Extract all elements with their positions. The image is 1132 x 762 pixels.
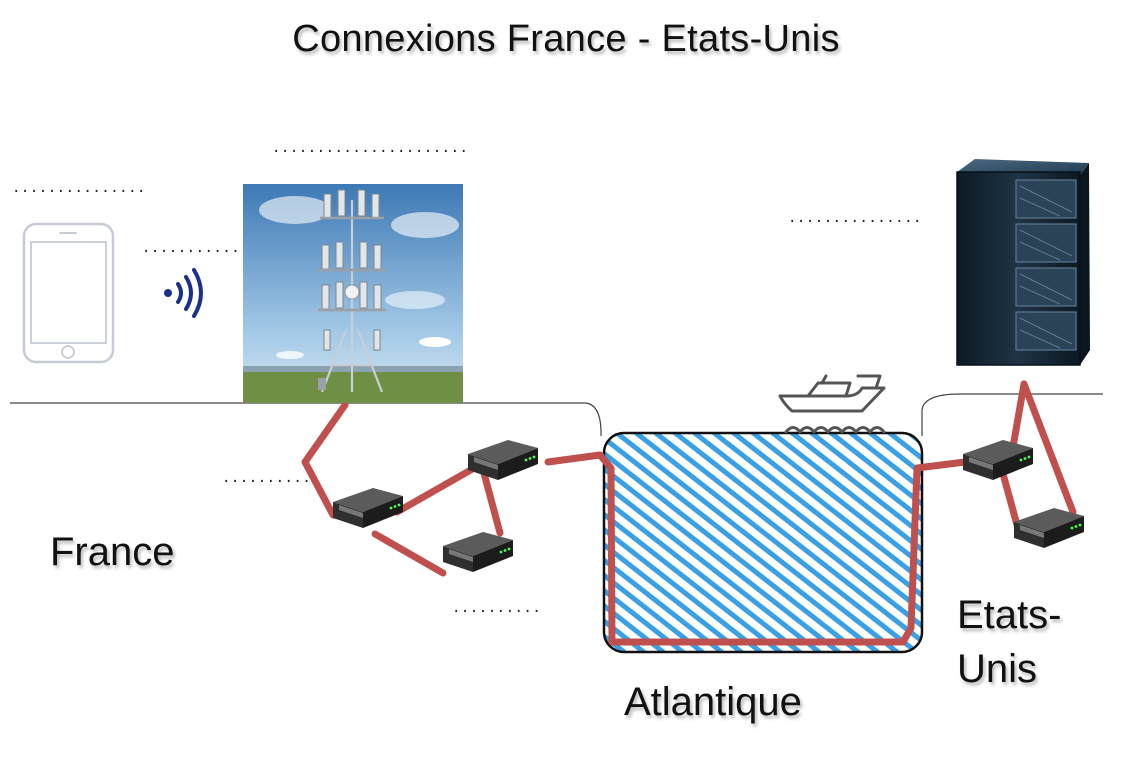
cable-router-router-right xyxy=(998,466,1021,529)
blank-server: ............... xyxy=(788,210,922,226)
cable-server-router-bottom xyxy=(1020,380,1077,516)
label-us-line1: Etats- xyxy=(957,593,1062,637)
blank-tower: ...................... xyxy=(272,140,469,156)
label-us-line2: Unis xyxy=(957,647,1038,691)
boat-icon xyxy=(778,374,886,434)
blank-wifi: ........... xyxy=(142,240,241,256)
router-icon xyxy=(443,532,513,572)
blank-router-left: .......... xyxy=(222,470,312,486)
cable-router-router-top xyxy=(393,459,487,516)
router-icon xyxy=(1014,508,1084,548)
router-icon xyxy=(468,440,538,480)
router-icon xyxy=(333,488,403,528)
cable-tower-router xyxy=(301,401,349,519)
blank-phone: ............... xyxy=(12,180,146,196)
label-france: France xyxy=(50,530,175,574)
diagram-title: Connexions France - Etats-Unis xyxy=(292,18,840,60)
cables xyxy=(301,380,1077,646)
wifi-signal-icon xyxy=(164,268,203,318)
cable-server-router xyxy=(1009,380,1028,451)
label-atlantic: Atlantique xyxy=(624,680,802,724)
smartphone-icon xyxy=(22,222,115,364)
atlantic-ocean xyxy=(602,431,924,654)
server-rack-icon xyxy=(956,159,1090,366)
transatlantic-cable xyxy=(544,451,969,646)
ground-line xyxy=(10,393,1103,436)
blank-router-bottom: .......... xyxy=(452,600,542,616)
cell-tower-image xyxy=(243,184,463,403)
label-united-states: Etats- Unis xyxy=(957,588,1061,696)
cable-router-router-bottom xyxy=(371,530,447,577)
router-icon xyxy=(963,440,1033,480)
